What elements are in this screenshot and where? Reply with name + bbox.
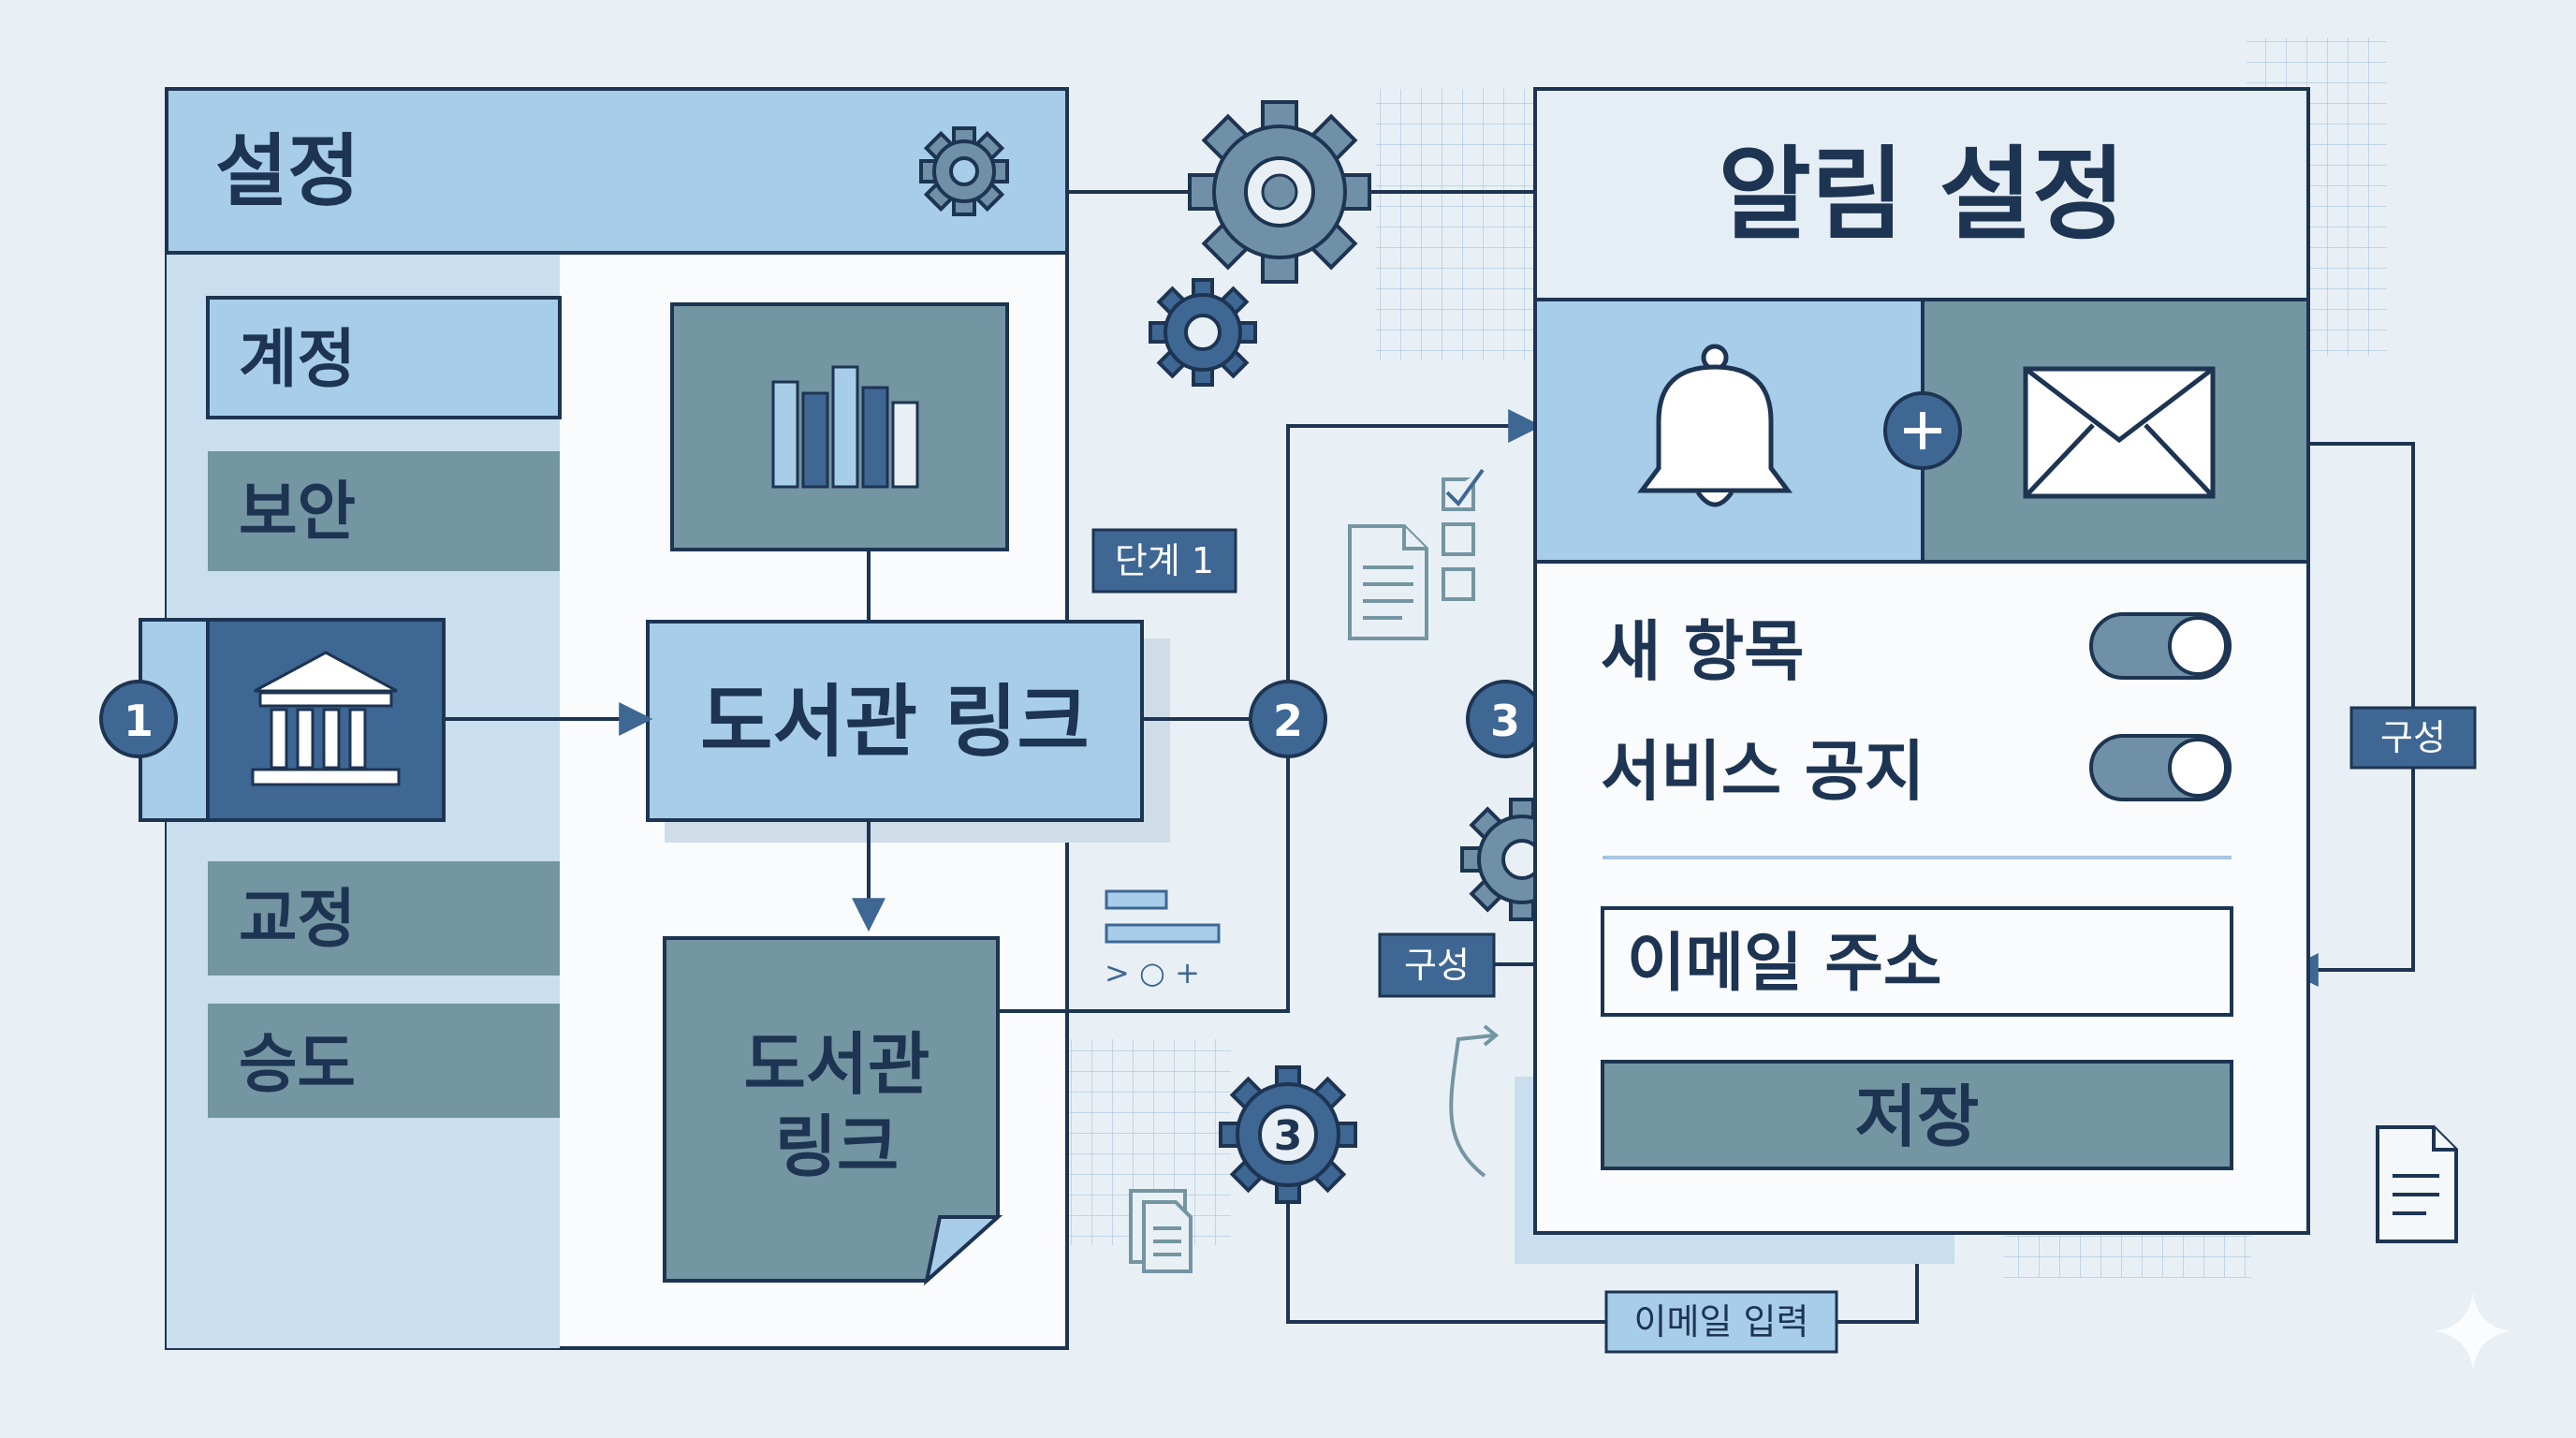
- bar-chart-icon: [771, 365, 919, 489]
- config-label-left: 구성: [1378, 932, 1496, 998]
- mail-channel-tile[interactable]: [1921, 298, 2310, 564]
- svg-text:계정: 계정: [239, 323, 356, 397]
- envelope-icon: [2023, 366, 2216, 499]
- svg-text:교정: 교정: [239, 883, 356, 957]
- toggle-service-label: 서비스 공지: [1601, 733, 1925, 810]
- email-input-label: 이메일 입력: [1604, 1290, 1838, 1354]
- config-label-right: 구성: [2349, 706, 2477, 770]
- layout-blocks-icon: > ○ +: [1105, 889, 1221, 990]
- svg-text:2: 2: [1273, 696, 1303, 746]
- step-3-gear-icon: 3: [1219, 1065, 1357, 1204]
- svg-text:이메일 입력: 이메일 입력: [1634, 1301, 1809, 1343]
- menu-item-transfer[interactable]: 승도: [208, 1004, 560, 1118]
- step-1-badge: 1: [99, 680, 178, 758]
- email-field[interactable]: 이메일 주소: [1601, 906, 2233, 1017]
- library-tile[interactable]: [206, 618, 446, 822]
- library-icon: [251, 651, 401, 786]
- small-gear-icon: [1149, 278, 1257, 387]
- menu-item-security[interactable]: 보안: [208, 451, 560, 571]
- toggle-service-notice[interactable]: [2089, 734, 2232, 801]
- library-link-box[interactable]: 도서관 링크: [646, 620, 1170, 843]
- step-1-label: 단계 1: [1091, 528, 1237, 594]
- svg-text:3: 3: [1274, 1112, 1303, 1160]
- svg-text:이메일 주소: 이메일 주소: [1627, 927, 1941, 1001]
- menu-item-account[interactable]: 계정: [206, 296, 562, 419]
- checklist-icon: [1442, 468, 1485, 601]
- svg-text:구성: 구성: [1404, 945, 1470, 986]
- save-button[interactable]: 저장: [1601, 1060, 2233, 1170]
- document-icon: [1348, 524, 1428, 640]
- svg-text:보안: 보안: [239, 476, 356, 550]
- library-link-note: 도서관 링크: [663, 936, 1003, 1286]
- note-line-1: 도서관: [744, 1025, 930, 1104]
- bell-icon: [1637, 344, 1793, 507]
- svg-text:구성: 구성: [2380, 717, 2446, 758]
- chart-card: [670, 302, 1009, 551]
- svg-text:단계 1: 단계 1: [1115, 540, 1214, 581]
- copy-documents-icon: [1129, 1189, 1193, 1273]
- settings-header: [165, 87, 1069, 255]
- plus-icon: [1904, 412, 1941, 449]
- svg-text:> ○ +: > ○ +: [1105, 955, 1200, 990]
- arrow-email-input: [1286, 1172, 1934, 1324]
- settings-title: 설정: [215, 125, 360, 217]
- notification-panel: 알림 설정 새 항목 서비스 공: [1515, 87, 2310, 1264]
- svg-text:1: 1: [124, 696, 154, 746]
- library-link-label: 도서관 링크: [700, 676, 1090, 768]
- toggle-new-label: 새 항목: [1601, 613, 1805, 690]
- notification-title: 알림 설정: [1718, 137, 2125, 254]
- svg-text:승도: 승도: [239, 1028, 356, 1102]
- notification-header: [1533, 87, 2310, 301]
- note-line-2: 링크: [775, 1108, 899, 1186]
- step-3-badge: 3: [1466, 680, 1544, 758]
- document-icon-right: [2376, 1125, 2458, 1243]
- bell-channel-tile[interactable]: [1533, 298, 1925, 564]
- toggle-new-items[interactable]: [2089, 612, 2232, 680]
- step-2-badge: 2: [1249, 680, 1327, 758]
- svg-text:3: 3: [1490, 696, 1520, 746]
- add-channel-button[interactable]: [1883, 391, 1962, 470]
- large-gear-icon: [1188, 100, 1371, 284]
- svg-text:저장: 저장: [1855, 1078, 1979, 1156]
- curved-arrow-icon: [1449, 1024, 1500, 1178]
- menu-item-correction[interactable]: 교정: [208, 861, 560, 976]
- sparkle-icon: [2436, 1292, 2510, 1371]
- settings-gear-icon[interactable]: [919, 126, 1009, 216]
